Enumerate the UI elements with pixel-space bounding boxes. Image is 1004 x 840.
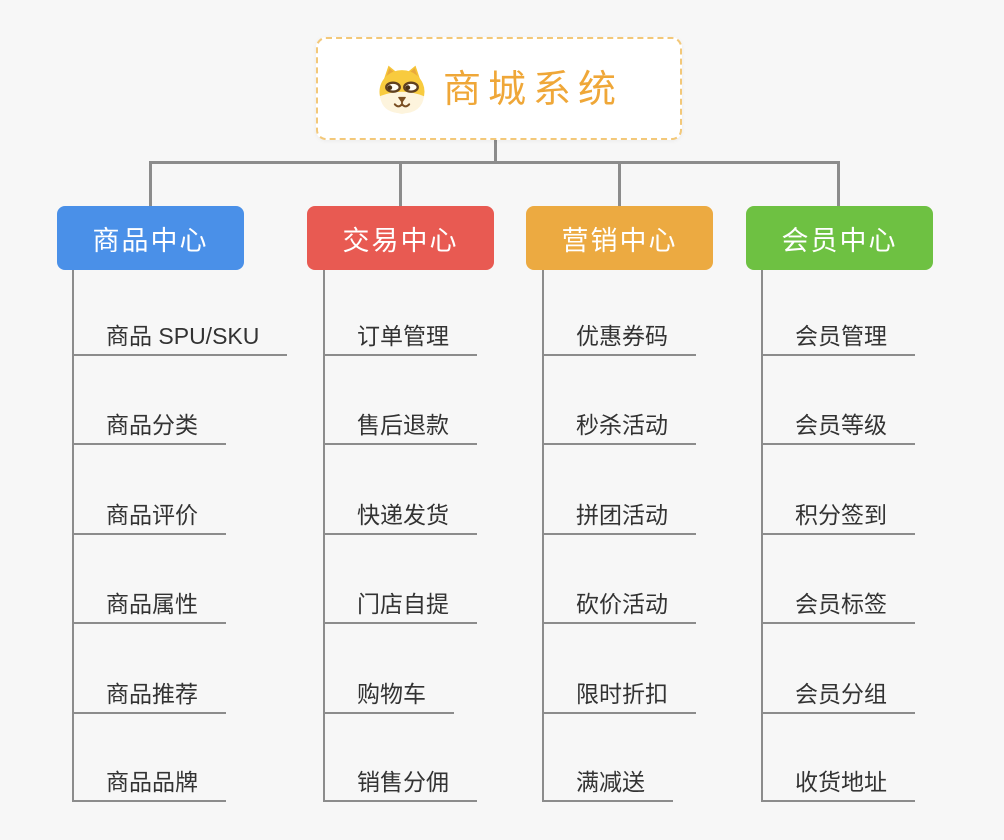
connector-vline-branch-2 bbox=[323, 270, 325, 802]
leaf-node[interactable]: 会员分组 bbox=[761, 680, 915, 714]
leaf-node[interactable]: 购物车 bbox=[323, 680, 454, 714]
leaf-node[interactable]: 优惠券码 bbox=[542, 322, 696, 356]
connector-stub-branch-1 bbox=[149, 161, 152, 206]
branch-label: 营销中心 bbox=[561, 225, 678, 256]
branch-label: 会员中心 bbox=[781, 225, 898, 256]
root-node[interactable]: 商城系统 bbox=[316, 37, 682, 140]
connector-vline-branch-4 bbox=[761, 270, 763, 802]
leaf-node[interactable]: 门店自提 bbox=[323, 590, 477, 624]
leaf-node[interactable]: 订单管理 bbox=[323, 322, 477, 356]
leaf-node[interactable]: 售后退款 bbox=[323, 411, 477, 445]
leaf-node[interactable]: 限时折扣 bbox=[542, 680, 696, 714]
branch-label: 交易中心 bbox=[342, 225, 459, 256]
leaf-node[interactable]: 会员管理 bbox=[761, 322, 915, 356]
leaf-node[interactable]: 商品 SPU/SKU bbox=[72, 322, 288, 356]
leaf-node[interactable]: 会员等级 bbox=[761, 411, 915, 445]
leaf-node[interactable]: 拼团活动 bbox=[542, 501, 696, 535]
connector-stub-branch-4 bbox=[837, 161, 840, 206]
connector-stub-branch-3 bbox=[618, 161, 621, 206]
leaf-node[interactable]: 会员标签 bbox=[761, 590, 915, 624]
leaf-node[interactable]: 商品分类 bbox=[72, 411, 226, 445]
root-title: 商城系统 bbox=[442, 68, 623, 111]
leaf-node[interactable]: 收货地址 bbox=[761, 768, 915, 802]
leaf-node[interactable]: 秒杀活动 bbox=[542, 411, 696, 445]
connector-vline-branch-1 bbox=[72, 270, 74, 802]
connector-stub-branch-2 bbox=[399, 161, 402, 206]
dog-face-icon bbox=[379, 65, 425, 113]
branch-product-center[interactable]: 商品中心 bbox=[57, 206, 244, 270]
leaf-node[interactable]: 积分签到 bbox=[761, 501, 915, 535]
connector-vline-branch-3 bbox=[542, 270, 544, 802]
connector-root-stub bbox=[494, 140, 497, 163]
leaf-node[interactable]: 快递发货 bbox=[323, 501, 477, 535]
leaf-node[interactable]: 商品品牌 bbox=[72, 768, 226, 802]
leaf-node[interactable]: 商品评价 bbox=[72, 501, 226, 535]
connector-horizontal bbox=[149, 161, 840, 164]
leaf-node[interactable]: 砍价活动 bbox=[542, 590, 696, 624]
leaf-node[interactable]: 商品推荐 bbox=[72, 680, 226, 714]
branch-marketing-center[interactable]: 营销中心 bbox=[526, 206, 713, 270]
branch-label: 商品中心 bbox=[92, 225, 209, 256]
leaf-node[interactable]: 商品属性 bbox=[72, 590, 226, 624]
branch-member-center[interactable]: 会员中心 bbox=[746, 206, 933, 270]
branch-trade-center[interactable]: 交易中心 bbox=[307, 206, 494, 270]
leaf-node[interactable]: 满减送 bbox=[542, 768, 673, 802]
leaf-node[interactable]: 销售分佣 bbox=[323, 768, 477, 802]
